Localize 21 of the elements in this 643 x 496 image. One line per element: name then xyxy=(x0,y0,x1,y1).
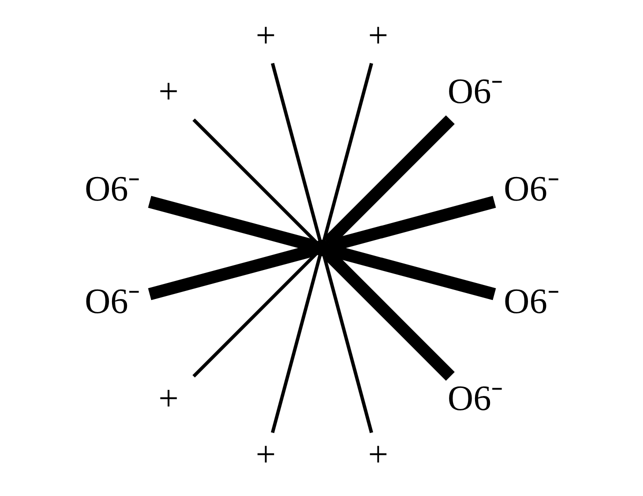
node-text: + xyxy=(255,15,276,56)
node-text: O6⁻ xyxy=(447,378,503,418)
connector xyxy=(322,255,373,434)
connector xyxy=(192,252,318,378)
connector xyxy=(322,115,454,247)
node-text: + xyxy=(158,71,178,112)
connector xyxy=(322,249,454,381)
node-text: O6⁻ xyxy=(84,168,140,208)
node-text: + xyxy=(255,434,276,474)
node-text: O6⁻ xyxy=(447,71,503,112)
connector xyxy=(270,62,322,241)
node-text: + xyxy=(368,15,388,56)
node-text: O6⁻ xyxy=(503,280,559,321)
node-text: O6⁻ xyxy=(503,168,559,208)
connector xyxy=(322,62,373,241)
node-text: + xyxy=(368,434,388,474)
node-circle xyxy=(313,240,330,256)
node-text: O6⁻ xyxy=(84,280,140,321)
connector xyxy=(270,255,322,434)
node-text: + xyxy=(158,378,178,418)
connector xyxy=(192,118,318,244)
